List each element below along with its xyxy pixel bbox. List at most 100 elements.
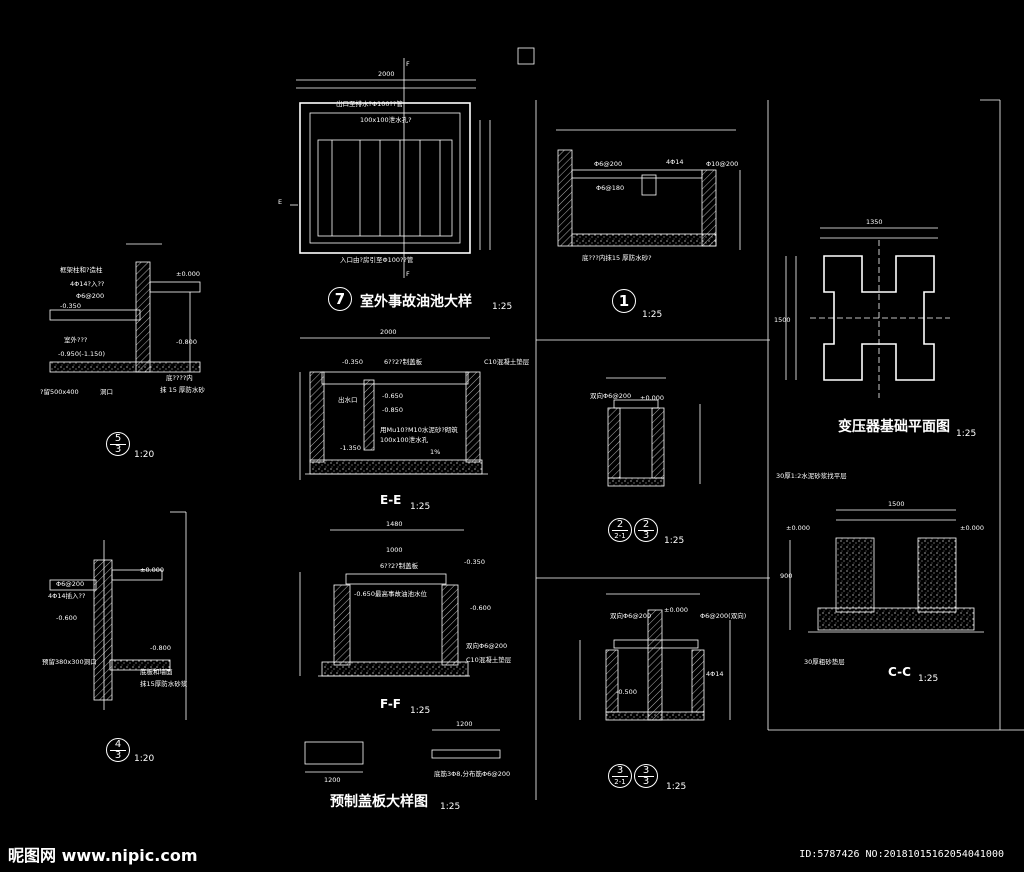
detail-5-3-section [49,243,201,373]
level-d33-2: -0.500 [616,688,637,696]
marker-e: E [278,198,282,206]
site-logo: 昵图网 www.nipic.com [8,846,198,865]
dim-tp-left: 1500 [774,316,791,324]
detail-2-2-1-bottom: 2-1 [614,532,626,540]
level-cc-1: ±0.000 [786,524,810,532]
detail-2-2-1-top: 2 [616,519,624,530]
section-ff-scale: 1:25 [410,706,431,716]
detail-7-circle: 7 [328,287,352,311]
note-d43-5: 抹15厚防水砂浆 [140,679,188,688]
transformer-plan-scale: 1:25 [956,429,977,439]
note-d1-2: 4Φ14 [666,158,684,166]
section-ff-title: F-F [380,697,402,711]
note-ff-conc: C10混凝土垫层 [466,655,512,664]
oil-pit-plan [290,58,491,278]
dim-cc-left: 900 [780,572,792,580]
note-d22: 双向Φ6@200 [590,391,631,400]
dim-pit-top: 2000 [378,70,395,78]
note-ff-top: 6??2?制盖板 [380,561,419,570]
transformer-foundation-plan [785,227,950,398]
level-d53-3: -0.800 [176,338,197,346]
dim-ee-top: 2000 [380,328,397,336]
note-d53-5: ?留500x400 [40,387,79,396]
note-ff-rebar: 双向Φ6@200 [466,641,507,650]
slope-ee: 1% [430,448,440,456]
dim-ff-inner: 1000 [386,546,403,554]
note-cover: 底筋3Φ8,分布筋Φ6@200 [434,769,510,778]
level-d43-1: ±0.000 [140,566,164,574]
note-d53-7: 底????内 [166,373,193,382]
detail-5-3-top: 5 [114,433,122,444]
dim-tp-top: 1350 [866,218,883,226]
section-ee-scale: 1:25 [410,502,431,512]
note-d33-1: 双向Φ6@200 [610,611,651,620]
note-ff-water: -0.650最高事故油池水位 [354,589,427,598]
note-d1-3: Φ10@200 [706,160,738,168]
detail-1-section [556,129,741,250]
level-ee-1: -0.350 [342,358,363,366]
note-d33-2: Φ6@200(双向) [700,611,746,620]
note-d33-3: 4Φ14 [706,670,724,678]
detail-1-number: 1 [618,292,630,310]
marker-f-bottom: F [406,270,410,278]
section-f-f [299,529,470,677]
note-ee-1: 6??2?制盖板 [384,357,423,366]
level-d53-1: ±0.000 [176,270,200,278]
oil-pit-scale: 1:25 [492,302,513,312]
detail-4-3-scale: 1:20 [134,754,155,764]
note-ee-2: C10混凝土垫层 [484,357,530,366]
level-d53-4: -0.950(-1.150) [58,350,105,358]
note-d53-1: 框架柱和?造柱 [60,265,103,274]
level-ee-4: -1.350 [340,444,361,452]
note-d1-1: Φ6@200 [594,160,622,168]
detail-3-2-1-top: 3 [616,765,624,776]
detail-4-3-top: 4 [114,739,122,750]
level-ff-1: -0.350 [464,558,485,566]
detail-3-scale: 1:25 [666,782,687,792]
detail-5-3-scale: 1:20 [134,450,155,460]
level-ee-2: -0.650 [382,392,403,400]
section-c-c [789,509,984,633]
detail-1-scale: 1:25 [642,310,663,320]
dim-cover-2: 1200 [456,720,473,728]
detail-4-3-section [49,540,171,710]
level-d43-3: -0.800 [150,644,171,652]
note-cc-bottom: 30厚粗砂垫层 [804,657,845,666]
oil-pit-title: 室外事故油池大样 [360,294,472,310]
note-d1-5: 底???内抹15 厚防水砂? [582,253,652,262]
dim-cc-top: 1500 [888,500,905,508]
cover-plate-detail [304,729,501,773]
level-ee-3: -0.850 [382,406,403,414]
note-d43-3: 预留380x300洞口 [42,657,97,666]
level-d43-2: -0.600 [56,614,77,622]
note-ee-outlet: 出水口 [338,395,358,404]
detail-5-3-bottom: 3 [114,444,122,455]
detail-3-3-section [579,593,731,721]
section-cc-title: C-C [888,665,911,679]
detail-4-3-bottom: 3 [114,750,122,761]
detail-2-3-bottom: 3 [642,530,650,541]
note-d43-4: 底板和墙面 [140,667,173,676]
section-cc-scale: 1:25 [918,674,939,684]
note-d1-4: Φ6@180 [596,184,624,192]
section-e-e [299,337,490,480]
level-cc-1b: ±0.000 [960,524,984,532]
dimension-labels: 2000 出口至排水?Φ100??管 100x100泄水孔? 入口由?房引至Φ1… [40,60,984,784]
note-d53-3: Φ6@200 [76,292,104,300]
level-d33-1: ±0.000 [664,606,688,614]
note-ee-hole: 100x100泄水孔 [380,435,429,444]
note-d43-2: 4Φ14插入?? [48,591,85,600]
detail-2-3-top: 2 [642,519,650,530]
sheet-dividers [170,47,1024,800]
detail-3-3-top: 3 [642,765,650,776]
note-grate: 100x100泄水孔? [360,115,412,124]
level-d22: ±0.000 [640,394,664,402]
marker-f-top: F [406,60,410,68]
detail-2-scale: 1:25 [664,536,685,546]
section-ee-title: E-E [380,493,402,507]
